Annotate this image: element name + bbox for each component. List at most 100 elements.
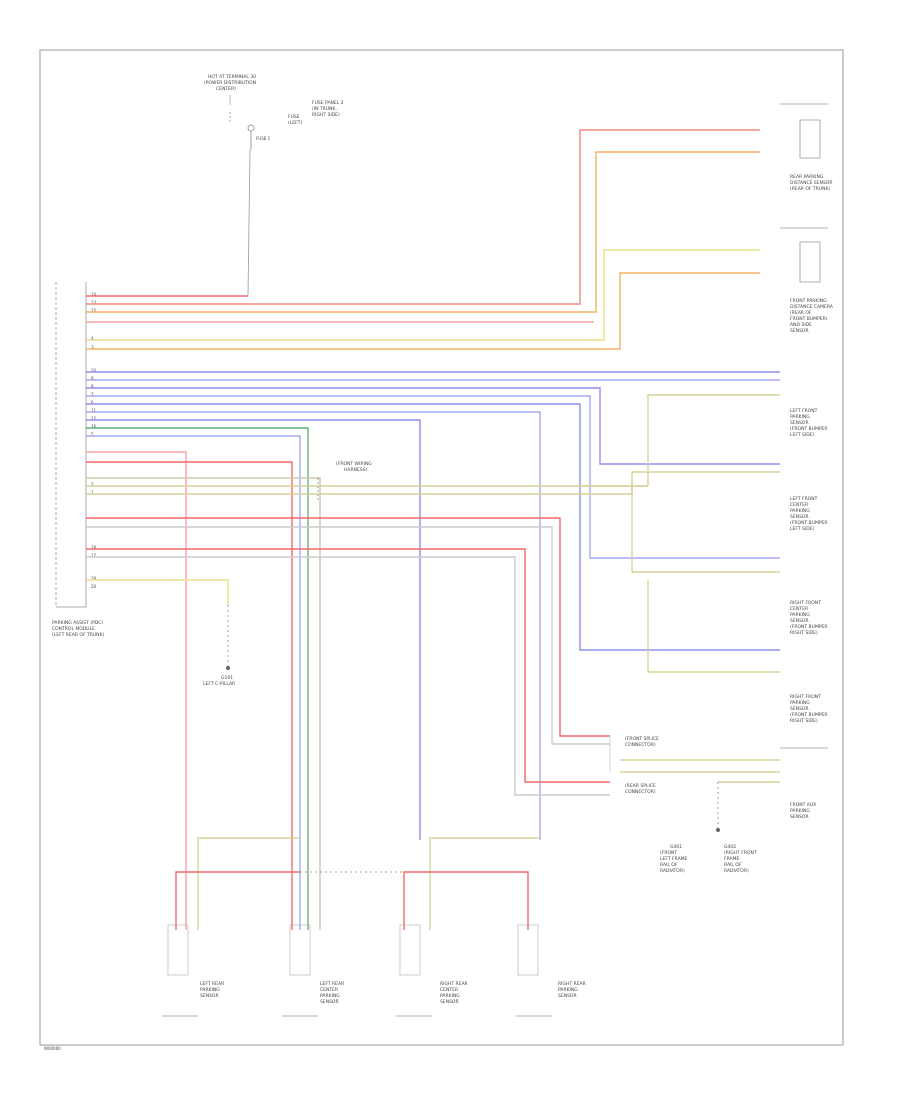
rs3-label: RIGHT REAR	[440, 981, 468, 987]
ground-right: G401 (FRONT LEFT FRAME RAIL OF RADIATOR)…	[660, 844, 757, 874]
pin-label: 11	[91, 408, 97, 413]
wire-green-pin16	[86, 427, 309, 930]
fuse-label: FUSE 1	[256, 136, 271, 141]
splice-mid1-2: CONNECTOR)	[625, 742, 656, 748]
fs4-label: RIGHT FRONT	[790, 694, 821, 700]
wire-blue-pin5	[86, 435, 301, 930]
control-module: PARKING ASSIST (PDC) CONTROL MODULE (LEF…	[52, 282, 104, 638]
pin-label: 17	[91, 553, 97, 558]
fs4-label: (FRONT BUMPER	[790, 712, 828, 718]
rs2-label: SENSOR	[320, 999, 339, 1005]
wire-gray-pin2	[86, 477, 321, 930]
fuse-note-2: (IN TRUNK,	[312, 106, 337, 112]
fuse-top-1: HOT AT TERMINAL 30	[208, 74, 256, 80]
rear-sensor-3: RIGHT REAR CENTER PARKING SENSOR	[396, 924, 468, 1017]
fs2-label: PARKING	[790, 508, 810, 514]
wire-pink-pin5b	[86, 451, 187, 930]
module-label-2: CONTROL MODULE	[52, 626, 95, 632]
pin-label: 3	[91, 345, 94, 350]
fs2-label: LEFT SIDE)	[790, 526, 815, 532]
fuse-right-1: FUSE	[288, 114, 300, 120]
wire-yellow-pin21	[86, 579, 229, 605]
fs1-label: PARKING	[790, 414, 810, 420]
fuse-top-3: CENTER)	[216, 86, 236, 92]
splice-mid2-1: (REAR SPLICE	[625, 783, 656, 789]
rear-sensor-1: LEFT REAR PARKING SENSOR	[162, 924, 224, 1017]
wire-red-pin2	[86, 461, 293, 930]
front-sensor-labels: LEFT FRONT PARKING SENSOR (FRONT BUMPER …	[790, 408, 828, 724]
gr-left-2: (FRONT	[660, 850, 677, 856]
pin-label: 16	[91, 424, 97, 429]
front-conn-4: FRONT BUMPER)	[790, 316, 828, 322]
wire-brn-red-pin13	[86, 129, 760, 305]
fuse-note-3: RIGHT SIDE)	[312, 112, 340, 118]
rs4-label: RIGHT REAR	[558, 981, 586, 987]
bottom-right-2: PARKING	[790, 808, 810, 814]
fs2-label: LEFT FRONT	[790, 496, 818, 502]
diagram-footer: W00000	[44, 1046, 61, 1051]
wire-yellow-pin4	[86, 249, 760, 341]
splice-label-2: HARNESS)	[344, 467, 368, 473]
fs4-label: SENSOR	[790, 706, 809, 712]
ground-icon	[226, 666, 230, 670]
fs1-label: LEFT FRONT	[790, 408, 818, 414]
pin-label: 7	[91, 392, 94, 397]
wire-blue-pin11	[86, 411, 541, 840]
splice-mid2-2: CONNECTOR)	[625, 789, 656, 795]
pin-label: 14	[91, 292, 97, 297]
rs1-label: SENSOR	[200, 993, 219, 999]
diagram-border	[39, 49, 844, 1046]
bottom-right-1: FRONT AUX	[790, 802, 816, 808]
pin-label: 1	[91, 490, 94, 495]
pin-label: 12	[91, 416, 97, 421]
front-conn-3: (REAR OF	[790, 310, 812, 316]
splice-labels: (FRONT SPLICE CONNECTOR) (REAR SPLICE CO…	[609, 736, 828, 832]
ground-g101: G101 LEFT C-PILLAR	[203, 605, 235, 687]
rear-sensor-2: LEFT REAR CENTER PARKING SENSOR	[282, 924, 344, 1017]
wire-yel-red-pin3b	[86, 272, 760, 350]
gr-right-1: G402	[724, 844, 736, 850]
fs4-label: RIGHT SIDE)	[790, 718, 818, 724]
conn-label-3: (REAR OF TRUNK)	[790, 186, 830, 192]
gr-right-3: FRAME	[724, 856, 739, 862]
rs3-label: SENSOR	[440, 999, 459, 1005]
pin-label: 8	[91, 384, 94, 389]
gr-right-2: (RIGHT FRONT	[724, 850, 757, 856]
front-conn-5: AND SIDE	[790, 322, 812, 328]
rs4-label: PARKING	[558, 987, 578, 993]
rs3-label: CENTER	[440, 987, 458, 993]
pin-label: 10	[91, 368, 97, 373]
wire-blue-pin6	[86, 403, 780, 651]
splice-label-1: (FRONT WIRING	[336, 461, 372, 467]
gr-right-4: RAIL OF	[724, 862, 742, 868]
fs3-label: CENTER	[790, 606, 808, 612]
ground-label-1: G101	[221, 675, 233, 681]
pin-label: 9	[91, 376, 94, 381]
gr-left-3: LEFT FRAME	[660, 856, 688, 862]
rear-sensors: LEFT REAR PARKING SENSOR LEFT REAR CENTE…	[162, 924, 586, 1017]
rs2-label: CENTER	[320, 987, 338, 993]
fuse-note-1: FUSE PANEL 2	[312, 100, 344, 106]
front-conn-2: DISTANCE CAMERA	[790, 304, 834, 310]
fs1-label: SENSOR	[790, 420, 809, 426]
wire-red-pin18	[86, 517, 610, 737]
conn-label-2: DISTANCE SENSOR	[790, 180, 833, 186]
wire-blue-pin7	[86, 395, 780, 559]
pin-label: 5	[91, 432, 94, 437]
module-label-3: (LEFT REAR OF TRUNK)	[52, 632, 104, 638]
gr-left-4: RAIL OF	[660, 862, 678, 868]
rs1-label: LEFT REAR	[200, 981, 224, 987]
rs2-label: LEFT REAR	[320, 981, 344, 987]
gr-right-5: RADIATOR)	[724, 868, 749, 874]
power-feed: HOT AT TERMINAL 30 (POWER DISTRIBUTION C…	[204, 74, 344, 296]
module-label-1: PARKING ASSIST (PDC)	[52, 620, 103, 626]
bottom-right-3: SENSOR	[790, 814, 809, 820]
fs1-label: LEFT SIDE)	[790, 432, 815, 438]
wire-blue-pin8	[86, 387, 780, 465]
rs4-label: SENSOR	[558, 993, 577, 999]
pin-label: 6	[91, 400, 94, 405]
fs3-label: RIGHT SIDE)	[790, 630, 818, 636]
fs3-label: RIGHT FRONT	[790, 600, 821, 606]
pin-label: 2	[91, 482, 94, 487]
